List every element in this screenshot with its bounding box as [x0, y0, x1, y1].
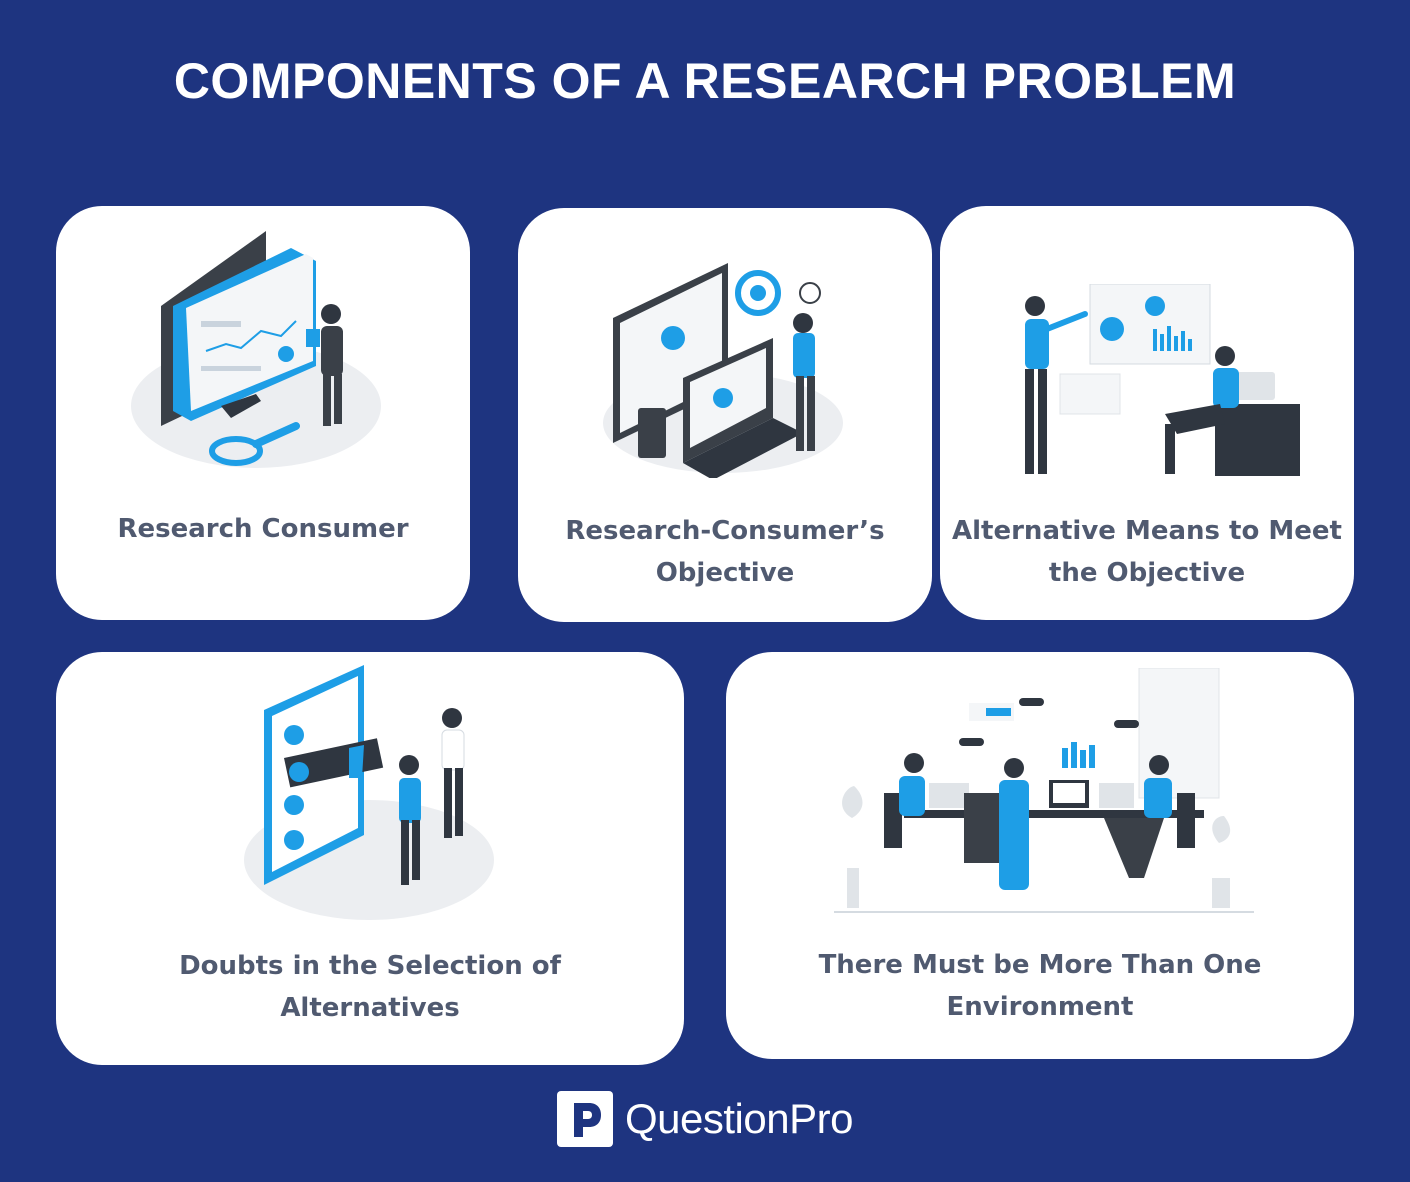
- card-label: Doubts in the Selection of Alternatives: [179, 951, 561, 1023]
- research-consumer-illustration: [131, 231, 381, 468]
- page-title: COMPONENTS OF A RESEARCH PROBLEM: [173, 53, 1237, 109]
- card-label: Research Consumer: [117, 514, 409, 544]
- card-research-consumer: Research Consumer: [56, 206, 470, 620]
- presentation-meeting-illustration: [1025, 284, 1300, 476]
- objective-target-illustration: [603, 263, 843, 478]
- card-doubts-selection: Doubts in the Selection of Alternatives: [56, 652, 684, 1065]
- card-research-consumer-objective: Research-Consumer’s Objective: [518, 208, 932, 622]
- card-label: There Must be More Than One Environment: [818, 950, 1262, 1022]
- team-meeting-illustration: [834, 668, 1254, 913]
- card-label: Alternative Means to Meet the Objective: [952, 516, 1342, 588]
- questionpro-logo: QuestionPro: [557, 1091, 853, 1147]
- card-label: Research-Consumer’s Objective: [565, 516, 885, 588]
- card-more-than-one-environment: There Must be More Than One Environment: [726, 652, 1354, 1059]
- questionpro-logo-icon: [557, 1091, 613, 1147]
- brand-name: QuestionPro: [625, 1095, 853, 1142]
- card-alternative-means: Alternative Means to Meet the Objective: [940, 206, 1354, 620]
- selection-checklist-illustration: [244, 665, 494, 920]
